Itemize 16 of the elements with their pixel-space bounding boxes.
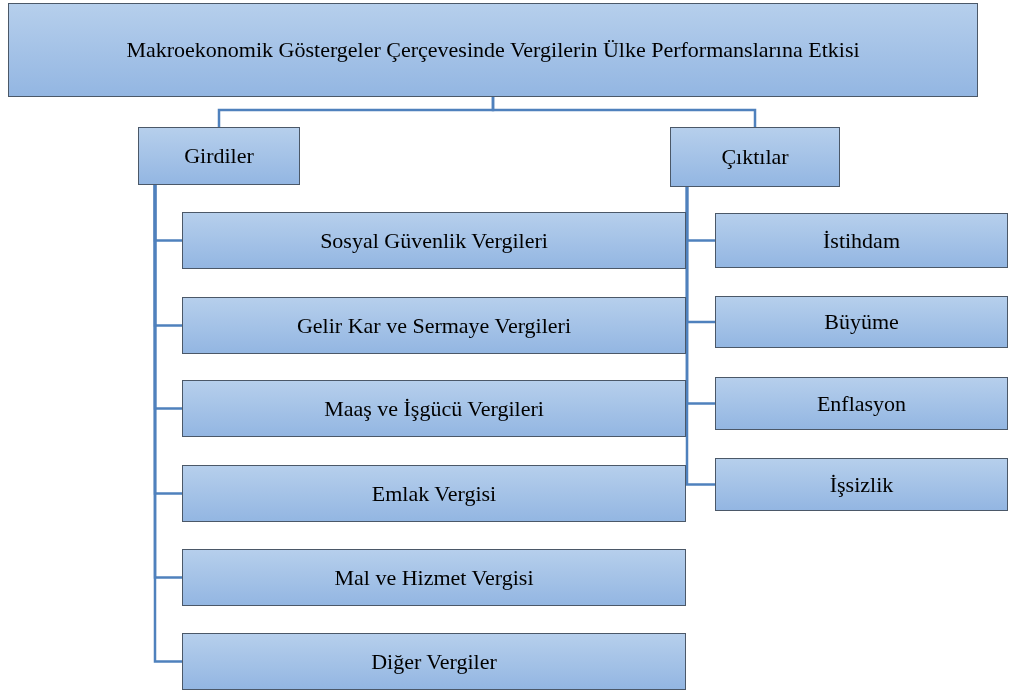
category-box: Sosyal Güvenlik Vergileri [182, 212, 686, 269]
category-box: Büyüme [715, 296, 1008, 348]
category-box: Diğer Vergiler [182, 633, 686, 690]
category-box: İşsizlik [715, 458, 1008, 511]
category-box: Emlak Vergisi [182, 465, 686, 522]
category-box: İstihdam [715, 213, 1008, 268]
category-box: Girdiler [138, 127, 300, 185]
category-box: Gelir Kar ve Sermaye Vergileri [182, 297, 686, 354]
connector-line [491, 97, 757, 127]
connector-line [685, 187, 715, 486]
title-box: Makroekonomik Göstergeler Çerçevesinde Vergilerin Ülke Performanslarına Etkisi [8, 3, 978, 97]
category-box: Maaş ve İşgücü Vergileri [182, 380, 686, 437]
category-box: Çıktılar [670, 127, 840, 187]
category-box: Mal ve Hizmet Vergisi [182, 549, 686, 606]
connector-line [153, 185, 182, 663]
category-box: Enflasyon [715, 377, 1008, 430]
